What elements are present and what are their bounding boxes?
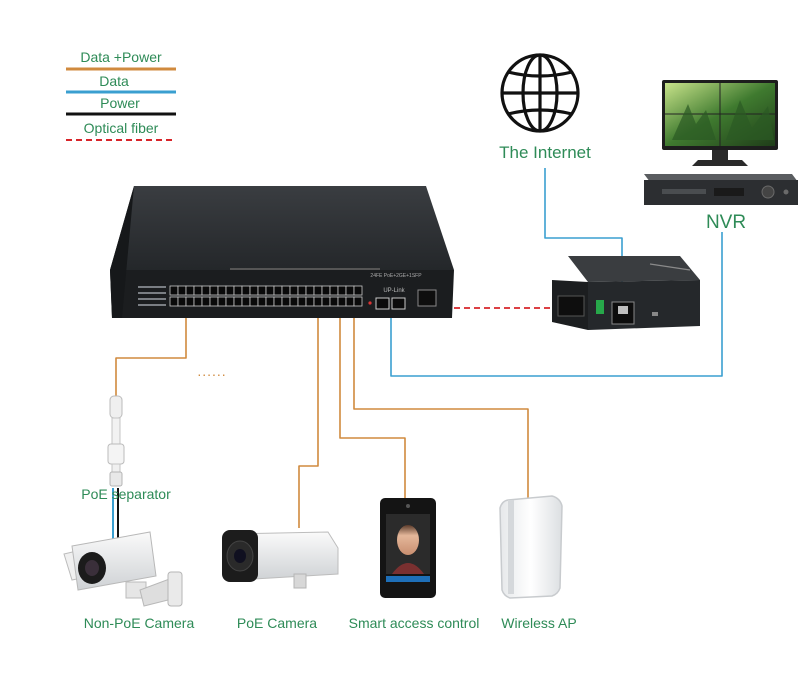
ellipsis-more-devices: ...... <box>197 363 226 379</box>
legend: Data +Power Data Power Optical fiber <box>66 49 176 141</box>
switch-uplink-port-1 <box>375 297 390 310</box>
switch-rj45-port <box>257 296 267 307</box>
cable-access-control <box>339 316 406 498</box>
switch-rj45-port <box>201 296 211 307</box>
cable-nvr-to-switch <box>390 232 723 377</box>
switch-rj45-port <box>345 285 355 296</box>
switch-rj45-port <box>281 296 291 307</box>
switch-rj45-port <box>273 296 283 307</box>
switch-rj45-port <box>233 296 243 307</box>
switch-rj45-port <box>225 285 235 296</box>
globe-icon <box>500 53 580 133</box>
cable-wireless-ap <box>353 316 529 500</box>
switch-rj45-port <box>217 285 227 296</box>
switch-rj45-port <box>321 296 331 307</box>
switch-model-text: 24FE PoE+2GE+1SFP <box>370 273 422 279</box>
internet-label: The Internet <box>499 143 591 162</box>
poe-camera-icon <box>222 530 339 589</box>
non-poe-camera-label: Non-PoE Camera <box>84 615 195 631</box>
poe-camera-label: PoE Camera <box>237 615 317 631</box>
switch-rj45-port <box>169 285 179 296</box>
switch-rj45-port <box>217 296 227 307</box>
nvr-label: NVR <box>706 212 746 233</box>
switch-rj45-port <box>297 296 307 307</box>
switch-rj45-port <box>177 296 187 307</box>
switch-rj45-port <box>257 285 267 296</box>
switch-rj45-port <box>185 285 195 296</box>
switch-rj45-port <box>337 296 347 307</box>
switch-sfp-port <box>417 289 437 307</box>
switch-rj45-port <box>353 296 363 307</box>
switch-rj45-port <box>329 296 339 307</box>
switch-rj45-port <box>313 285 323 296</box>
switch-led-grid <box>138 286 166 306</box>
switch-rj45-port <box>337 285 347 296</box>
switch-rj45-port <box>185 296 195 307</box>
wireless-ap-label: Wireless AP <box>501 615 576 631</box>
switch-rj45-port <box>249 296 259 307</box>
switch-icon: 24FE PoE+2GE+1SFP UP-Link <box>110 186 454 318</box>
switch-rj45-port <box>265 296 275 307</box>
wireless-ap-icon <box>499 495 563 599</box>
access-terminal-icon <box>380 498 436 598</box>
switch-rj45-port <box>241 285 251 296</box>
media-converter-icon <box>552 256 700 330</box>
switch-rj45-port <box>281 285 291 296</box>
switch-uplink-text: UP-Link <box>383 288 405 294</box>
nvr-recorder-icon <box>644 174 798 205</box>
switch-rj45-port <box>225 296 235 307</box>
switch-rj45-port <box>289 285 299 296</box>
monitor-icon <box>662 80 778 166</box>
switch-rj45-port <box>201 285 211 296</box>
switch-rj45-port <box>345 296 355 307</box>
switch-rj45-port <box>353 285 363 296</box>
switch-rj45-port <box>209 296 219 307</box>
switch-rj45-port <box>241 296 251 307</box>
cable-poe-camera <box>298 316 319 528</box>
legend-label-data: Data <box>99 73 129 89</box>
switch-rj45-port <box>321 285 331 296</box>
switch-rj45-port <box>297 285 307 296</box>
legend-label-data-power: Data +Power <box>80 49 162 65</box>
switch-rj45-port <box>305 296 315 307</box>
smart-access-label: Smart access control <box>349 615 480 631</box>
switch-rj45-port <box>289 296 299 307</box>
switch-rj45-port <box>233 285 243 296</box>
switch-rj45-port <box>169 296 179 307</box>
switch-rj45-port <box>193 296 203 307</box>
switch-rj45-port <box>329 285 339 296</box>
switch-rj45-port <box>177 285 187 296</box>
switch-rj45-port <box>265 285 275 296</box>
switch-rj45-port <box>209 285 219 296</box>
switch-port-block <box>169 285 363 307</box>
poe-separator-label: PoE separator <box>81 486 171 502</box>
switch-rj45-port <box>305 285 315 296</box>
switch-rj45-port <box>313 296 323 307</box>
non-poe-camera-icon <box>63 531 183 607</box>
poe-separator-icon <box>107 395 125 487</box>
switch-uplink-port-2 <box>391 297 406 310</box>
switch-rj45-port <box>193 285 203 296</box>
legend-label-optical-fiber: Optical fiber <box>84 120 159 136</box>
switch-rj45-port <box>273 285 283 296</box>
switch-rj45-port <box>249 285 259 296</box>
legend-label-power: Power <box>100 95 140 111</box>
cable-separator-to-switch <box>115 316 187 396</box>
